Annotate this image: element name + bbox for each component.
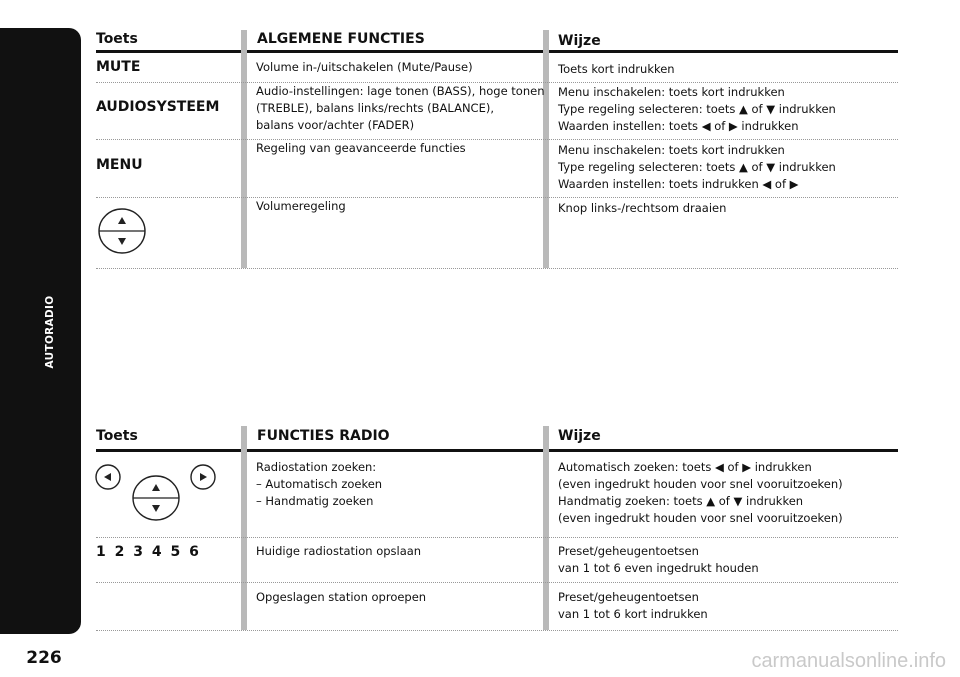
mode-cell: Toets kort indrukken [558,62,675,76]
column-divider [241,426,247,630]
row-separator [96,630,898,631]
function-cell: Radiostation zoeken: – Automatisch zoeke… [256,460,383,508]
column-divider [543,30,549,268]
watermark: carmanualsonline.info [751,650,946,672]
row-separator [96,268,898,269]
key-audiosysteem: AUDIOSYSTEEM [96,99,220,115]
function-cell: Huidige radiostation opslaan [256,544,422,558]
section-label: AUTORADIO [44,295,56,369]
row-separator [96,582,898,583]
function-cell: Regeling van geavanceerde functies [256,141,466,155]
header-rule [549,449,898,452]
header-rule [247,449,543,452]
side-tab [0,28,81,634]
function-cell: Audio-instellingen: lage tonen (BASS), h… [256,84,545,132]
header-key: Toets [96,31,138,47]
mode-cell: Automatisch zoeken: toets ◀ of ▶ indrukk… [558,460,843,525]
key-mute: MUTE [96,59,141,75]
header-mode: Wijze [558,33,601,49]
header-rule [96,449,241,452]
page-number: 226 [26,648,62,668]
header-rule [247,50,543,53]
header-mode: Wijze [558,428,601,444]
mode-cell: Menu inschakelen: toets kort indrukken T… [558,143,836,191]
row-separator [96,197,898,198]
key-menu: MENU [96,157,143,173]
column-divider [241,30,247,268]
header-key: Toets [96,428,138,444]
function-cell: Volume in-/uitschakelen (Mute/Pause) [256,60,473,74]
function-cell: Volumeregeling [256,199,346,213]
function-cell: Opgeslagen station oproepen [256,590,427,604]
mode-cell: Preset/geheugentoetsen van 1 tot 6 kort … [558,590,708,621]
row-separator [96,82,898,83]
up-down-rocker-icon [98,208,146,254]
mode-cell: Preset/geheugentoetsen van 1 tot 6 even … [558,544,759,575]
header-rule [96,50,241,53]
row-separator [96,139,898,140]
mode-cell: Menu inschakelen: toets kort indrukken T… [558,85,836,133]
key-preset-buttons: 1 2 3 4 5 6 [96,544,201,560]
header-function: FUNCTIES RADIO [257,428,390,444]
header-function: ALGEMENE FUNCTIES [257,31,425,47]
column-divider [543,426,549,630]
seek-left-right-updown-icon [95,464,216,521]
row-separator [96,537,898,538]
header-rule [549,50,898,53]
mode-cell: Knop links-/rechtsom draaien [558,201,727,215]
